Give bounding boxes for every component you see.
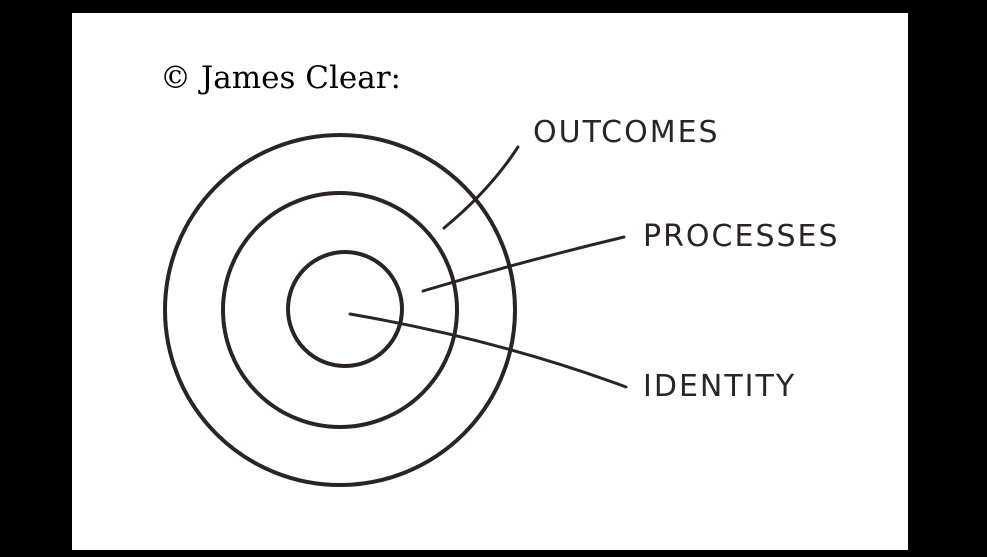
processes-leader-line: [421, 235, 626, 293]
diagram-card: [72, 13, 908, 550]
outcomes-leader-line: [442, 145, 520, 230]
processes-ring: [221, 191, 459, 429]
copyright-text: © James Clear:: [160, 60, 401, 96]
identity-label: IDENTITY: [643, 369, 796, 404]
outcomes-label: OUTCOMES: [533, 115, 720, 150]
processes-label: PROCESSES: [643, 219, 840, 254]
identity-leader-line: [348, 312, 628, 389]
identity-ring: [286, 250, 404, 368]
outcomes-ring: [163, 133, 517, 487]
